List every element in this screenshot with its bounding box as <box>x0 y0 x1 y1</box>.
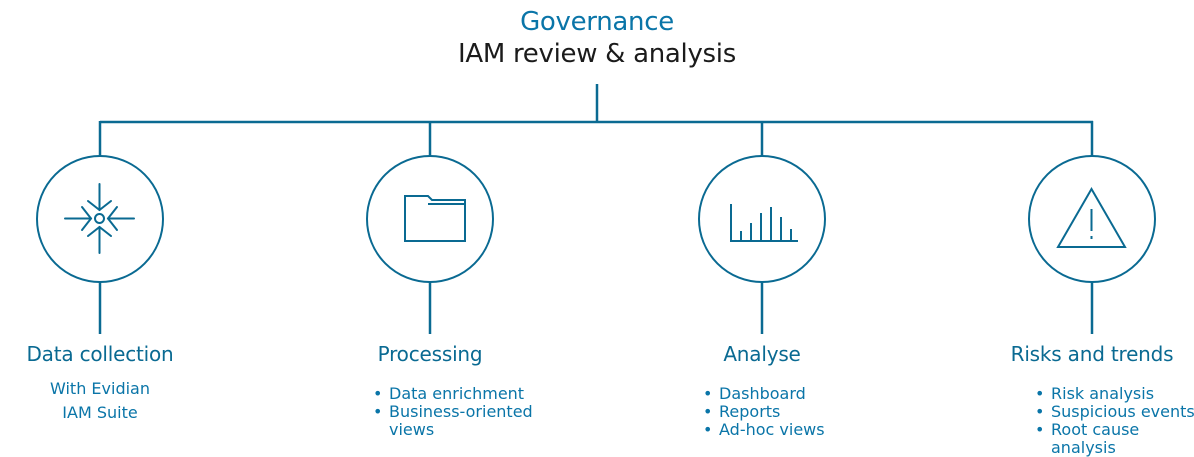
data-collection-description: With Evidian IAM Suite <box>0 377 200 425</box>
diagram-header: Governance IAM review & analysis <box>0 6 1194 70</box>
list-item: Root cause analysis <box>1031 421 1194 457</box>
risks-circle <box>1028 155 1156 283</box>
diagram-subtitle: IAM review & analysis <box>458 39 736 69</box>
diagram-title: Governance <box>520 7 674 37</box>
risks-title: Risks and trends <box>1010 342 1174 366</box>
list-item: Dashboard <box>699 385 899 404</box>
description-line: With Evidian <box>50 379 150 398</box>
list-item: Ad-hoc views <box>699 421 899 440</box>
connector-lines <box>98 84 1094 334</box>
list-item: Reports <box>699 403 899 422</box>
analyse-title: Analyse <box>723 342 801 366</box>
analyse-circle <box>698 155 826 283</box>
risks-list: Risk analysis Suspicious events Root cau… <box>1031 385 1194 457</box>
processing-circle <box>366 155 494 283</box>
list-item: Suspicious events <box>1031 403 1194 422</box>
data-collection-title: Data collection <box>26 342 174 366</box>
list-item: Risk analysis <box>1031 385 1194 404</box>
list-item: Data enrichment <box>369 385 569 404</box>
data-collection-circle <box>36 155 164 283</box>
processing-list: Data enrichment Business-oriented views <box>369 385 569 439</box>
folder-icon <box>404 195 466 242</box>
converge-arrows-icon <box>64 183 135 254</box>
bar-chart-icon <box>730 204 798 242</box>
processing-title: Processing <box>377 342 483 366</box>
warning-triangle-icon <box>1056 187 1127 248</box>
description-line: IAM Suite <box>62 403 138 422</box>
analyse-list: Dashboard Reports Ad-hoc views <box>699 385 899 440</box>
list-item: Business-oriented views <box>369 403 569 439</box>
